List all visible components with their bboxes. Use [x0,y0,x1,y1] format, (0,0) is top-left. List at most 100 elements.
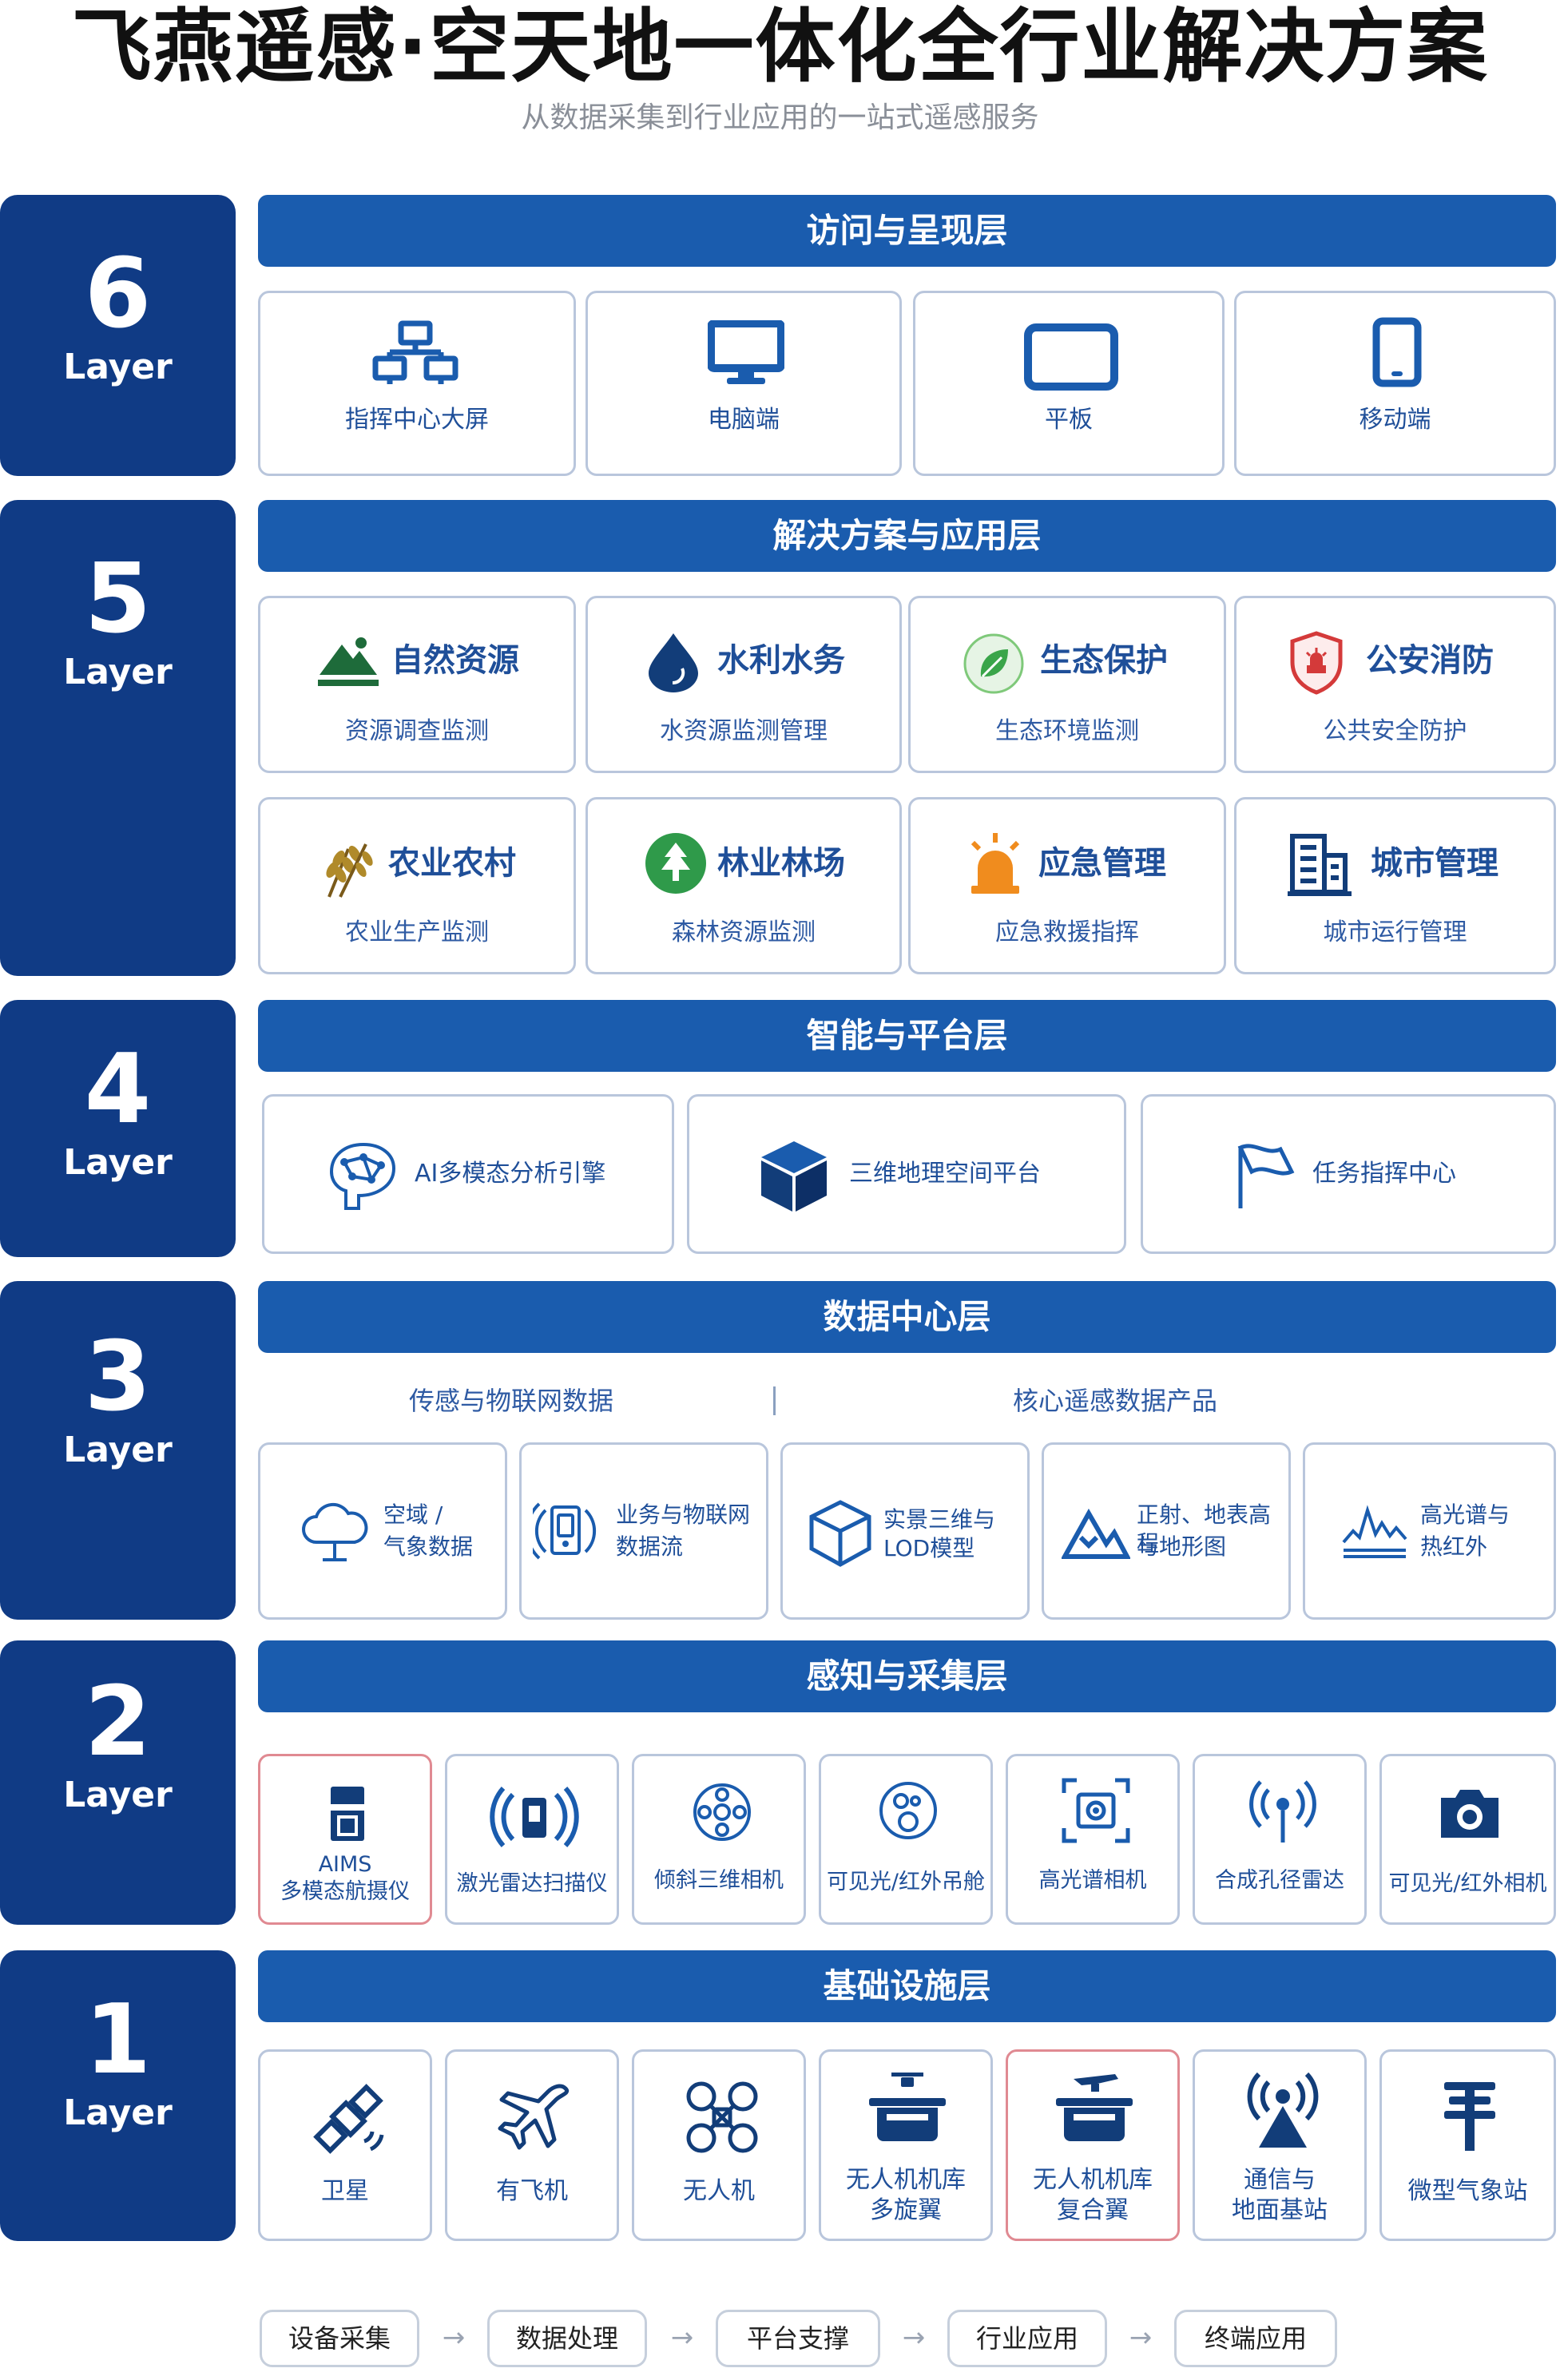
infra-card-drone[interactable]: 无人机 [632,2049,806,2241]
platform-card-3d-gis[interactable]: 三维地理空间平台 [687,1094,1126,1254]
solution-subtitle: 应急救援指挥 [995,918,1139,946]
solution-subtitle: 生态环境监测 [995,717,1139,745]
radar-antenna-icon [1249,1780,1316,1843]
flag-icon [1237,1144,1295,1208]
infra-card-manned-aircraft[interactable]: 有飞机 [445,2049,619,2241]
layer-number: 2 [84,1667,152,1778]
solution-title: 应急管理 [1038,845,1166,882]
access-card-desktop[interactable]: 电脑端 [585,291,902,476]
layer-word: Layer [63,1775,173,1815]
data-card-iot-stream[interactable]: 业务与物联网 数据流 [519,1442,768,1620]
flow-step-platform: 平台支撑 [716,2310,880,2367]
data-card-airspace-weather[interactable]: 空域 / 气象数据 [258,1442,507,1620]
sensor-label-line1: 激光雷达扫描仪 [456,1871,608,1896]
layer-3-bar: 数据中心层 [258,1281,1556,1353]
platform-card-ai-engine[interactable]: AI多模态分析引擎 [262,1094,674,1254]
sensor-card-sar[interactable]: 合成孔径雷达 [1193,1754,1367,1925]
infra-label-line2: 复合翼 [1057,2196,1129,2224]
vtol-hangar-icon [1056,2074,1133,2141]
cloud-icon [302,1502,368,1561]
solution-card-agriculture[interactable]: 农业农村 农业生产监测 [258,797,576,974]
sensor-label-line2: 多模态航摄仪 [280,1879,410,1904]
solution-card-natural-resources[interactable]: 自然资源 资源调查监测 [258,596,576,773]
access-card-tablet[interactable]: 平板 [913,291,1225,476]
access-card-mobile[interactable]: 移动端 [1234,291,1556,476]
group-heading-core-products: 核心遥感数据产品 [1013,1386,1218,1416]
access-label: 移动端 [1359,406,1431,434]
layer-4-bar: 智能与平台层 [258,1000,1556,1072]
sensor-card-oblique-camera[interactable]: 倾斜三维相机 [632,1754,806,1925]
access-label: 指挥中心大屏 [345,406,489,434]
cube-icon [761,1141,827,1212]
solution-title: 城市管理 [1371,845,1498,882]
flow-arrow: → [1129,2322,1153,2354]
layer-2-bar: 感知与采集层 [258,1640,1556,1712]
solution-subtitle: 公共安全防护 [1323,717,1467,745]
access-card-command-screen[interactable]: 指挥中心大屏 [258,291,576,476]
group-divider [773,1386,776,1415]
layer-number: 5 [84,544,152,655]
drone-icon [686,2081,758,2153]
sensor-card-visible-ir-camera[interactable]: 可见光/红外相机 [1379,1754,1556,1925]
solution-card-water[interactable]: 水利水务 水资源监测管理 [585,596,902,773]
platform-card-command-center[interactable]: 任务指挥中心 [1141,1094,1556,1254]
infra-card-base-station[interactable]: 通信与 地面基站 [1193,2049,1367,2241]
solution-card-emergency[interactable]: 应急管理 应急救援指挥 [908,797,1226,974]
flow-arrow: → [902,2322,926,2354]
data-label-line2: 热红外 [1420,1533,1488,1560]
alarm-light-icon [971,833,1020,894]
infra-card-weather-station[interactable]: 微型气象站 [1379,2049,1556,2241]
access-label: 电脑端 [708,406,780,434]
solution-subtitle: 农业生产监测 [345,918,489,946]
infra-label-line1: 有飞机 [496,2177,568,2205]
platform-label: 任务指挥中心 [1312,1160,1456,1188]
infra-card-satellite[interactable]: 卫星 [258,2049,432,2241]
layer-3-tag: 3 Layer [0,1281,236,1620]
flow-step-process: 数据处理 [487,2310,647,2367]
access-label: 平板 [1045,406,1093,434]
hyperspectral-camera-icon [1062,1778,1130,1843]
data-label-line1: 正射、地表高程 [1137,1501,1272,1557]
shield-icon [1290,631,1343,695]
solution-card-forestry[interactable]: 林业林场 森林资源监测 [585,797,902,974]
sensor-card-gimbal-pod[interactable]: 可见光/红外吊舱 [819,1754,993,1925]
solution-card-city[interactable]: 城市管理 城市运行管理 [1234,797,1556,974]
layer-number: 6 [84,239,152,350]
infra-label-line1: 通信与 [1244,2166,1316,2194]
flow-arrow: → [670,2322,694,2354]
page-title: 飞燕遥感·空天地一体化全行业解决方案 [71,0,1489,93]
infra-label-line1: 无人机机库 [1033,2166,1153,2194]
solution-card-public-security[interactable]: 公安消防 公共安全防护 [1234,596,1556,773]
infra-label-line1: 卫星 [321,2177,369,2205]
data-card-ortho-terrain[interactable]: 正射、地表高程 与地形图 [1042,1442,1291,1620]
satellite-icon [313,2084,384,2154]
sensor-card-lidar[interactable]: 激光雷达扫描仪 [445,1754,619,1925]
layer-1-bar: 基础设施层 [258,1950,1556,2022]
data-card-3d-lod[interactable]: 实景三维与 LOD模型 [780,1442,1030,1620]
layer-6-bar: 访问与呈现层 [258,195,1556,267]
multirotor-hangar-icon [869,2073,946,2141]
flow-step-application: 行业应用 [947,2310,1107,2367]
water-drop-icon [649,633,698,692]
infra-card-vtol-hangar[interactable]: 无人机机库 复合翼 [1006,2049,1180,2241]
layer-number: 1 [84,1985,152,2096]
data-card-hyperspectral[interactable]: 高光谱与 热红外 [1303,1442,1556,1620]
layer-word: Layer [63,1142,173,1183]
infra-label-line2: 地面基站 [1232,2196,1328,2224]
sensor-card-hyperspectral-camera[interactable]: 高光谱相机 [1006,1754,1180,1925]
lidar-scanner-icon [490,1787,579,1847]
sensor-label-line1: 合成孔径雷达 [1215,1868,1344,1893]
solution-card-ecology[interactable]: 生态保护 生态环境监测 [908,596,1226,773]
layer-5-tag: 5 Layer [0,500,236,976]
sensor-card-aims[interactable]: AIMS 多模态航摄仪 [258,1754,432,1925]
infra-card-multirotor-hangar[interactable]: 无人机机库 多旋翼 [819,2049,993,2241]
layer-number: 3 [84,1322,152,1433]
oblique-camera-icon [693,1783,751,1841]
data-label-line1: 业务与物联网 [616,1501,751,1528]
solution-subtitle: 资源调查监测 [345,717,489,745]
flow-arrow: → [442,2322,466,2354]
network-screens-icon [372,320,458,384]
airplane-icon [498,2084,569,2150]
infra-label-line1: 无人机 [683,2177,755,2205]
layer-number: 4 [84,1034,152,1145]
